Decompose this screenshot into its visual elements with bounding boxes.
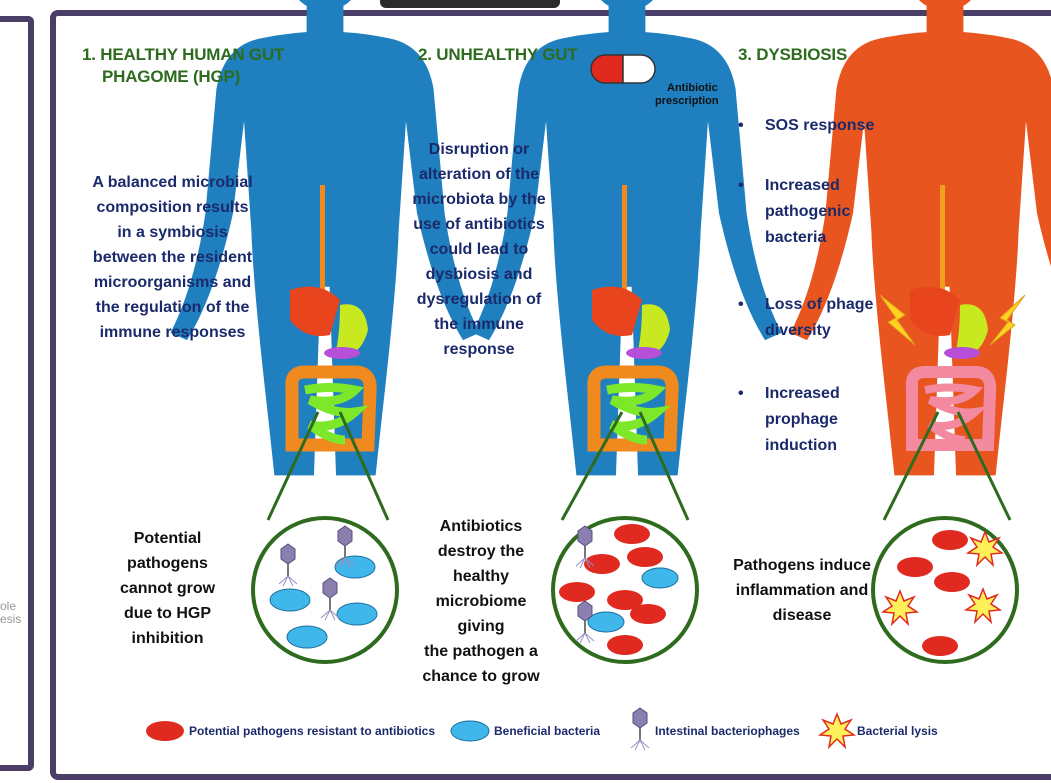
bullet-line: diversity xyxy=(765,318,873,344)
caption-line: Pathogens induce xyxy=(728,553,876,578)
caption-line: the pathogen a xyxy=(412,639,550,664)
desc-line: microbiota by the xyxy=(404,187,554,212)
panel1-description: A balanced microbial composition results… xyxy=(60,170,285,345)
desc-line: use of antibiotics xyxy=(404,212,554,237)
bullet-line: Increased xyxy=(765,381,840,407)
panel3-title-text: 3. DYSBIOSIS xyxy=(738,44,847,66)
legend-pathogens-label: Potential pathogens resistant to antibio… xyxy=(189,724,435,738)
panel2-title: 2. UNHEALTHY GUT xyxy=(418,44,578,66)
bullet-line: bacteria xyxy=(765,225,850,251)
panel1-circle-caption: Potential pathogens cannot grow due to H… xyxy=(100,526,235,651)
bullet-line: Increased xyxy=(765,173,850,199)
desc-line: A balanced microbial xyxy=(60,170,285,195)
caption-line: cannot grow xyxy=(100,576,235,601)
dysbiosis-bullet-1: • SOS response xyxy=(765,113,874,139)
caption-line: Potential xyxy=(100,526,235,551)
desc-line: in a symbiosis xyxy=(60,220,285,245)
desc-line: alteration of the xyxy=(404,162,554,187)
desc-line: between the resident xyxy=(60,245,285,270)
unhealthy-microbiome-circle xyxy=(553,518,697,662)
caption-line: Antibiotics xyxy=(412,514,550,539)
caption-line: microbiome giving xyxy=(412,589,550,639)
pill-label: Antibiotic prescription xyxy=(655,82,719,108)
healthy-microbiome-circle xyxy=(253,518,397,662)
panel2-circle-caption: Antibiotics destroy the healthy microbio… xyxy=(412,514,550,689)
panel2-description: Disruption or alteration of the microbio… xyxy=(404,137,554,362)
desc-line: Disruption or xyxy=(404,137,554,162)
desc-line: the regulation of the xyxy=(60,295,285,320)
legend-beneficial-label: Beneficial bacteria xyxy=(494,724,600,738)
bullet-line: pathogenic xyxy=(765,199,850,225)
bullet-dot: • xyxy=(738,173,744,199)
bullet-line: SOS response xyxy=(765,113,874,139)
panel1-title: 1. HEALTHY HUMAN GUT PHAGOME (HGP) xyxy=(82,44,284,88)
bullet-line: Loss of phage xyxy=(765,292,873,318)
legend-phage-label: Intestinal bacteriophages xyxy=(655,724,800,738)
desc-line: could lead to xyxy=(404,237,554,262)
desc-line: immune responses xyxy=(60,320,285,345)
pill-label-line: Antibiotic xyxy=(655,82,719,95)
desc-line: the immune xyxy=(404,312,554,337)
caption-line: chance to grow xyxy=(412,664,550,689)
bullet-dot: • xyxy=(738,381,744,407)
desc-line: dysbiosis and xyxy=(404,262,554,287)
panel3-circle-caption: Pathogens induce inflammation and diseas… xyxy=(728,553,876,628)
bullet-line: induction xyxy=(765,433,840,459)
caption-line: healthy xyxy=(412,564,550,589)
caption-line: inhibition xyxy=(100,626,235,651)
panel1-title-line2: PHAGOME (HGP) xyxy=(82,66,284,88)
panel2-title-text: 2. UNHEALTHY GUT xyxy=(418,44,578,66)
pill-label-line: prescription xyxy=(655,95,719,108)
desc-line: composition results xyxy=(60,195,285,220)
legend-lysis-label: Bacterial lysis xyxy=(857,724,938,738)
caption-line: due to HGP xyxy=(100,601,235,626)
caption-line: pathogens xyxy=(100,551,235,576)
panel1-title-line1: 1. HEALTHY HUMAN GUT xyxy=(82,44,284,66)
dysbiosis-bullet-4: • Increased prophage induction xyxy=(765,381,840,459)
desc-line: dysregulation of xyxy=(404,287,554,312)
caption-line: inflammation and xyxy=(728,578,876,603)
dysbiosis-microbiome-circle xyxy=(873,518,1017,662)
desc-line: response xyxy=(404,337,554,362)
dysbiosis-bullet-3: • Loss of phage diversity xyxy=(765,292,873,344)
bullet-dot: • xyxy=(738,113,744,139)
dysbiosis-bullet-2: • Increased pathogenic bacteria xyxy=(765,173,850,251)
caption-line: destroy the xyxy=(412,539,550,564)
bullet-line: prophage xyxy=(765,407,840,433)
panel3-title: 3. DYSBIOSIS xyxy=(738,44,847,66)
bullet-dot: • xyxy=(738,292,744,318)
caption-line: disease xyxy=(728,603,876,628)
desc-line: microorganisms and xyxy=(60,270,285,295)
antibiotic-pill-icon xyxy=(591,55,655,83)
